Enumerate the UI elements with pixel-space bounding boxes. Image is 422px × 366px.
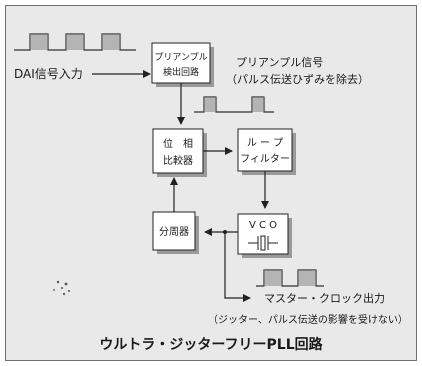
divider-label: 分周器 [159,226,189,238]
loop-filter-line1: ル ー プ [247,137,283,149]
diagram-title: ウルトラ・ジッターフリーPLL回路 [99,336,323,353]
diagram-frame: DAI信号入力 プリアンプル 検出回路 プリアンプル信号 （パルス伝送ひずみを除… [5,5,417,361]
output-pulse-waveform [256,269,324,287]
loop-filter-block: ル ー プ フィルター [237,128,296,175]
preamp-signal-note: （パルス伝送ひずみを除去） [226,72,369,86]
preamp-signal-label: プリアンプル信号 [236,56,323,69]
pll-block-diagram: DAI信号入力 プリアンプル 検出回路 プリアンプル信号 （パルス伝送ひずみを除… [14,33,408,353]
preamble-detect-block: プリアンプル 検出回路 [151,42,214,87]
input-pulse-waveform [14,33,136,51]
vco-block: V C O [237,213,292,258]
input-label: DAI信号入力 [14,67,83,81]
phase-comparator-block: 位 相 比較器 [152,128,207,177]
output-note: （ジッター、パルス伝送の影響を受けない） [208,313,408,326]
output-arrow [224,232,251,302]
phase-comparator-line2: 比較器 [163,154,193,167]
loop-filter-line2: フィルター [240,153,290,165]
phase-comparator-line1: 位 相 [163,137,193,150]
speckle-marks [53,280,70,296]
vco-label: V C O [249,220,277,231]
output-label: マスター・クロック出力 [264,291,385,305]
preamble-detect-line1: プリアンプル [154,52,207,63]
crystal-symbol-icon [248,235,278,251]
preamble-pulse-waveform [194,96,274,113]
preamble-detect-line2: 検出回路 [163,66,199,78]
divider-block: 分周器 [152,211,199,254]
